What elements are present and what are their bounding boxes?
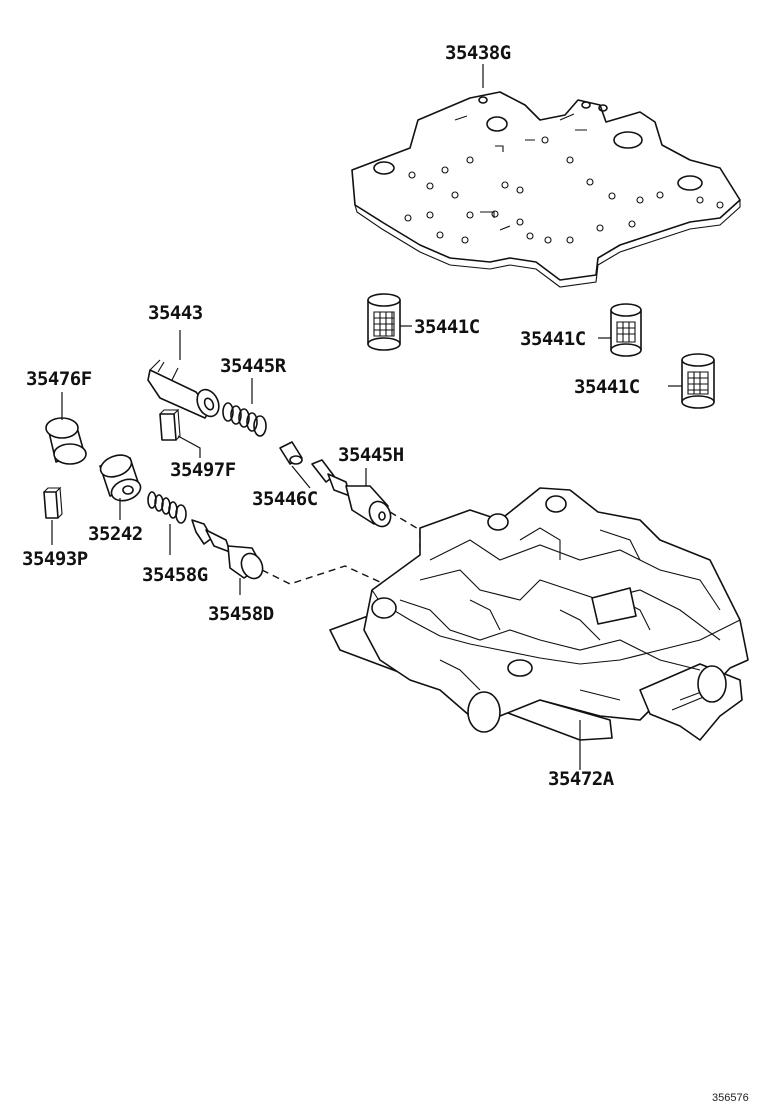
- label-35472A: 35472A: [548, 768, 614, 790]
- label-35438G: 35438G: [445, 42, 511, 64]
- strainer-b: [598, 303, 642, 357]
- pin-35497F: [159, 408, 201, 458]
- separator-plate: [351, 64, 741, 288]
- label-35445H: 35445H: [338, 444, 404, 466]
- valve-35445H: [311, 459, 392, 528]
- label-35242: 35242: [88, 523, 143, 545]
- label-35476F: 35476F: [26, 368, 92, 390]
- diagram-id: 356576: [712, 1092, 749, 1104]
- plug-35476F: [45, 392, 87, 465]
- strainer-c: [668, 353, 715, 409]
- label-35446C: 35446C: [252, 488, 318, 510]
- alignment-line-lower: [261, 565, 381, 585]
- spring-35458G: [147, 491, 187, 555]
- label-35441C-c: 35441C: [574, 376, 640, 398]
- pin-35493P: [43, 486, 63, 545]
- label-35458G: 35458G: [142, 564, 208, 586]
- label-35493P: 35493P: [22, 548, 88, 570]
- label-35441C-b: 35441C: [520, 328, 586, 350]
- plug-35242: [99, 454, 142, 520]
- valve-body: [329, 487, 749, 770]
- label-35445R: 35445R: [220, 355, 286, 377]
- pin-35446C: [279, 441, 311, 489]
- label-35443: 35443: [148, 302, 203, 324]
- label-35441C-a: 35441C: [414, 316, 480, 338]
- spring-35445R: [222, 378, 267, 437]
- label-35458D: 35458D: [208, 603, 274, 625]
- label-35497F: 35497F: [170, 459, 236, 481]
- valve-35458D: [191, 519, 264, 595]
- strainer-a: [367, 293, 412, 351]
- alignment-line-upper: [389, 511, 421, 548]
- valve-35443: [147, 330, 220, 419]
